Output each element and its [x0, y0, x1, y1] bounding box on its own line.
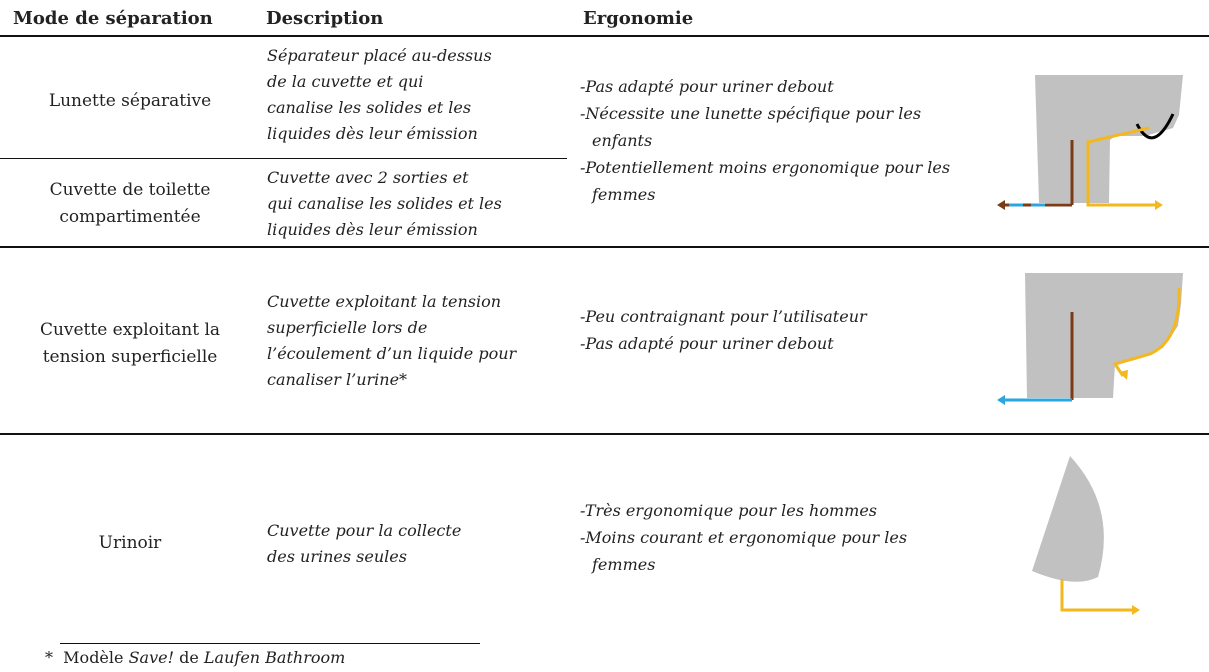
urinal-figure — [1032, 456, 1140, 615]
list-item: -Nécessite une lunette spécifique pour l… — [580, 104, 922, 150]
row2-rule — [0, 246, 1209, 248]
list-item: -Pas adapté pour uriner debout — [580, 334, 834, 353]
toilet-seat-separator-figure — [997, 75, 1183, 210]
list-item: -Très ergonomique pour les hommes — [580, 501, 878, 520]
row3-rule — [0, 433, 1209, 435]
header-ergonomie: Ergonomie — [583, 8, 694, 29]
footnote: * Modèle Save! de Laufen Bathroom — [45, 648, 346, 667]
row4-mode: Urinoir — [98, 533, 162, 553]
footnote-rule — [60, 643, 480, 644]
row1-rule — [0, 158, 567, 159]
row3-description: Cuvette exploitant la tension superficie… — [267, 292, 517, 389]
ergonomie-list-1: -Pas adapté pour uriner debout -Nécessit… — [580, 73, 960, 208]
ergonomie-list-2: -Peu contraignant pour l’utilisateur -Pa… — [580, 303, 960, 357]
list-item: -Peu contraignant pour l’utilisateur — [580, 307, 867, 326]
row1-mode: Lunette séparative — [48, 91, 212, 111]
row4-description: Cuvette pour la collecte des urines seul… — [267, 521, 462, 566]
ergonomie-list-3: -Très ergonomique pour les hommes -Moins… — [580, 497, 960, 578]
list-item: -Potentiellement moins ergonomique pour … — [580, 158, 951, 204]
header-mode: Mode de séparation — [13, 8, 213, 29]
row1-description: Séparateur placé au-dessus de la cuvette… — [267, 46, 492, 143]
row2-description: Cuvette avec 2 sorties et qui canalise l… — [267, 168, 502, 239]
header-description: Description — [266, 8, 384, 29]
row3-mode: Cuvette exploitant la tension superficie… — [39, 320, 221, 367]
header-rule — [0, 35, 1209, 37]
list-item: -Pas adapté pour uriner debout — [580, 77, 834, 96]
row2-mode: Cuvette de toilette compartimentée — [49, 180, 211, 227]
list-item: -Moins courant et ergonomique pour les f… — [580, 528, 908, 574]
surface-tension-bowl-figure — [997, 273, 1183, 405]
